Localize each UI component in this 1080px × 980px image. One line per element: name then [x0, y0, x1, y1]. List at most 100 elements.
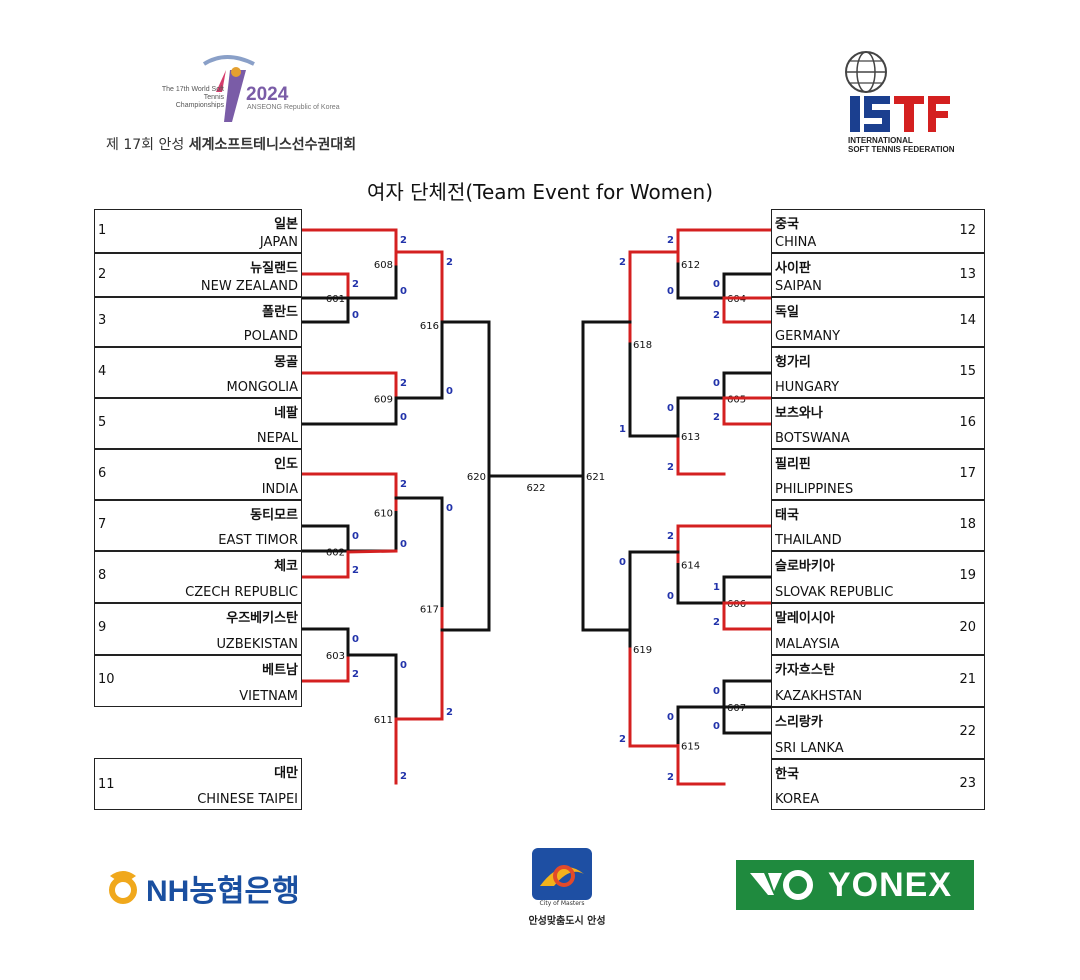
match-score-bottom: 2: [446, 707, 453, 718]
event-logo: The 17th World Soft Tennis Championships…: [96, 38, 364, 158]
team-box-saipan: 13 사이판 SAIPAN: [771, 253, 985, 297]
match-number: 602: [326, 548, 345, 559]
team-name-korean: 동티모르: [250, 508, 298, 523]
team-name-korean: 우즈베키스탄: [226, 611, 298, 626]
seed-number: 20: [959, 620, 976, 635]
match-number: 615: [681, 742, 700, 753]
team-name-korean: 체코: [274, 559, 298, 574]
team-box-mongolia: 4 몽골 MONGOLIA: [94, 347, 302, 398]
team-name-english: CHINA: [775, 235, 817, 250]
bracket-connector: [346, 549, 398, 554]
team-name-english: HUNGARY: [775, 380, 840, 395]
yonex-symbol-icon: [750, 870, 813, 900]
team-name-korean: 헝가리: [775, 355, 811, 370]
team-name-english: JAPAN: [259, 235, 298, 250]
match-number: 611: [374, 715, 393, 726]
match-score-top: 0: [667, 403, 674, 414]
seed-number: 4: [98, 364, 107, 379]
seed-number: 5: [98, 415, 107, 430]
match-number: 613: [681, 432, 700, 443]
match-score-top: 0: [400, 660, 407, 671]
team-name-korean: 태국: [775, 508, 799, 523]
match-score-top: 2: [352, 279, 359, 290]
team-box-slovak-republic: 19 슬로바키아 SLOVAK REPUBLIC: [771, 551, 985, 603]
team-name-korean: 스리랑카: [775, 715, 823, 730]
anseong-caption: City of Masters: [539, 900, 585, 907]
team-name-english: GERMANY: [775, 329, 841, 344]
match-score-bottom: 2: [400, 771, 407, 782]
team-box-chinese-taipei: 11 대만 CHINESE TAIPEI: [94, 758, 302, 810]
event-logo-venue: ANSEONG Republic of Korea: [247, 104, 340, 111]
match-number: 619: [633, 645, 652, 656]
match-score-top: 1: [713, 582, 720, 593]
team-name-english: NEW ZEALAND: [200, 279, 298, 294]
event-name-prefix: 제 17회 안성: [106, 137, 185, 153]
nh-symbol-icon: [109, 871, 137, 904]
team-box-china: 12 중국 CHINA: [771, 209, 985, 253]
team-name-english: SAIPAN: [775, 279, 822, 294]
yonex-logo: YONEX: [736, 860, 974, 910]
team-box-hungary: 15 헝가리 HUNGARY: [771, 347, 985, 398]
final-match-number: 622: [526, 483, 545, 494]
team-name-korean: 몽골: [274, 355, 298, 370]
team-box-vietnam: 10 베트남 VIETNAM: [94, 655, 302, 707]
team-name-korean: 카자흐스탄: [775, 663, 835, 678]
match-score-top: 0: [352, 531, 359, 542]
match-score-top: 2: [446, 257, 453, 268]
match-score-top: 0: [352, 634, 359, 645]
match-score-bottom: 2: [713, 617, 720, 628]
team-name-korean: 대만: [274, 766, 298, 781]
match-score-bottom: 2: [713, 412, 720, 423]
team-box-thailand: 18 태국 THAILAND: [771, 500, 985, 551]
seed-number: 11: [98, 777, 115, 792]
team-name-english: EAST TIMOR: [218, 533, 298, 548]
seed-number: 9: [98, 620, 107, 635]
seed-number: 15: [959, 364, 976, 379]
team-box-malaysia: 20 말레이시아 MALAYSIA: [771, 603, 985, 655]
yonex-name: YONEX: [828, 866, 953, 904]
team-box-philippines: 17 필리핀 PHILIPPINES: [771, 449, 985, 500]
team-box-czech-republic: 8 체코 CZECH REPUBLIC: [94, 551, 302, 603]
team-box-botswana: 16 보츠와나 BOTSWANA: [771, 398, 985, 449]
anseong-city-logo: City of Masters 안성맞춤도시 안성: [512, 846, 612, 936]
match-score-top: 0: [713, 378, 720, 389]
team-name-korean: 말레이시아: [775, 611, 835, 626]
team-box-nepal: 5 네팔 NEPAL: [94, 398, 302, 449]
team-box-new-zealand: 2 뉴질랜드 NEW ZEALAND: [94, 253, 302, 297]
team-name-korean: 뉴질랜드: [250, 261, 298, 276]
team-box-east-timor: 7 동티모르 EAST TIMOR: [94, 500, 302, 551]
team-name-korean: 보츠와나: [775, 406, 823, 421]
team-name-korean: 베트남: [262, 663, 298, 678]
seed-number: 6: [98, 466, 107, 481]
istf-globe-icon: [845, 51, 950, 132]
match-score-top: 0: [619, 557, 626, 568]
seed-number: 2: [98, 267, 107, 282]
match-number: 610: [374, 509, 393, 520]
team-name-english: KOREA: [775, 792, 820, 807]
match-number: 617: [420, 605, 439, 616]
team-name-korean: 독일: [775, 305, 799, 320]
seed-number: 17: [959, 466, 976, 481]
match-score-top: 2: [400, 378, 407, 389]
seed-number: 3: [98, 313, 107, 328]
match-score-top: 0: [667, 712, 674, 723]
seed-number: 23: [959, 776, 976, 791]
match-score-bottom: 2: [667, 772, 674, 783]
team-name-korean: 폴란드: [262, 305, 298, 320]
match-score-top: 0: [713, 279, 720, 290]
team-name-korean: 네팔: [274, 406, 298, 421]
anseong-city-name: 안성맞춤도시 안성: [528, 916, 606, 927]
seed-number: 18: [959, 517, 976, 532]
match-score-bottom: 1: [619, 424, 626, 435]
match-score-bottom: 0: [352, 310, 359, 321]
team-name-english: NEPAL: [256, 431, 298, 446]
match-number: 614: [681, 561, 700, 572]
team-name-english: KAZAKHSTAN: [775, 689, 863, 704]
team-box-sri-lanka: 22 스리랑카 SRI LANKA: [771, 707, 985, 759]
istf-logo: INTERNATIONAL SOFT TENNIS FEDERATION: [838, 48, 973, 160]
team-name-english: THAILAND: [775, 533, 842, 548]
team-name-english: SRI LANKA: [775, 741, 844, 756]
team-box-japan: 1 일본 JAPAN: [94, 209, 302, 253]
match-number: 618: [633, 340, 652, 351]
match-number: 612: [681, 260, 700, 271]
